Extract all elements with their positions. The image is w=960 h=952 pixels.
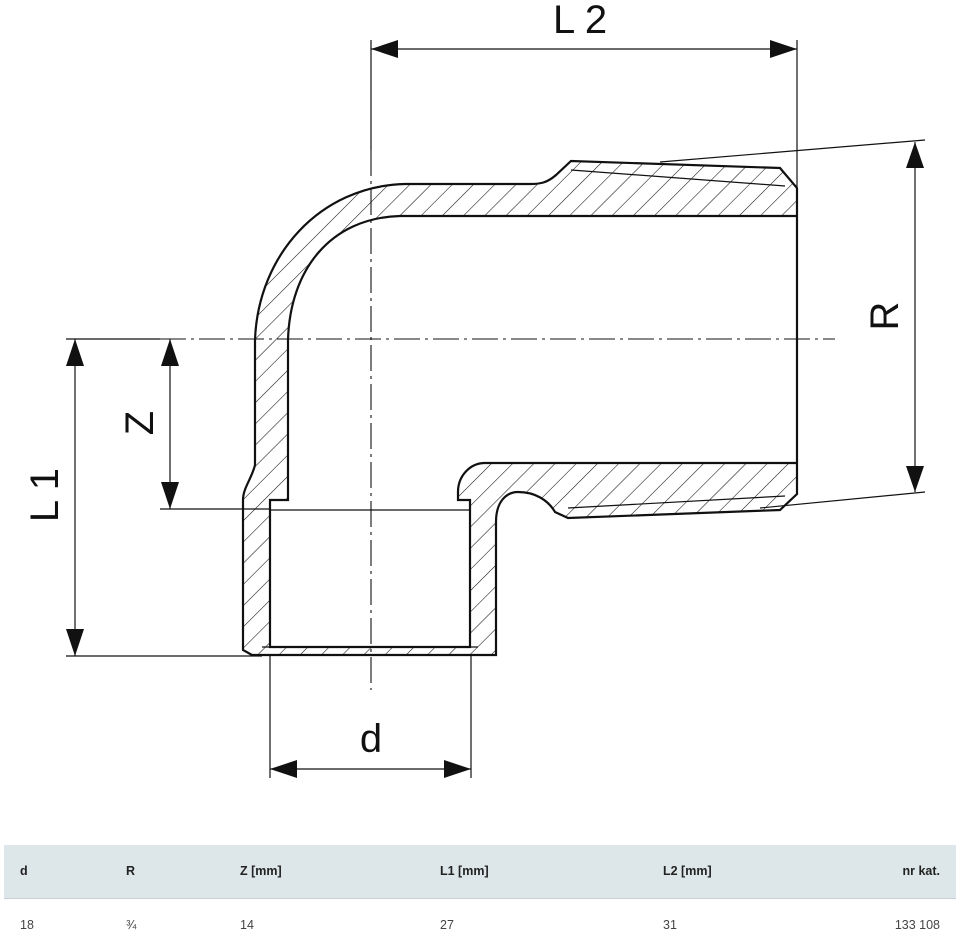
z-arrow-bottom <box>161 482 179 509</box>
header-z: Z [mm] <box>240 864 282 879</box>
z-arrow-top <box>161 339 179 366</box>
l2-arrow-left <box>371 40 398 58</box>
d-arrow-right <box>444 760 471 778</box>
header-catalog-number: nr kat. <box>902 864 940 879</box>
l2-label: L 2 <box>553 0 607 42</box>
r-label: R <box>863 302 907 331</box>
cell-catalog-number: 133 108 <box>894 918 940 933</box>
table-row: 18 ¾ 14 27 31 133 108 <box>4 898 956 952</box>
male-thread-bottom-line <box>567 495 786 509</box>
header-l1: L1 [mm] <box>440 864 489 879</box>
table-header-row: d R Z [mm] L1 [mm] L2 [mm] nr kat. <box>4 845 956 898</box>
l1-label: L 1 <box>23 468 67 522</box>
male-thread-top-line <box>570 169 786 187</box>
cell-d: 18 <box>20 918 34 933</box>
fitting-wall-section <box>241 159 799 657</box>
r-arrow-top <box>906 142 924 168</box>
r-arrow-bottom <box>906 466 924 492</box>
cell-r: ¾ <box>126 918 137 933</box>
header-r: R <box>126 864 136 879</box>
d-label: d <box>360 717 382 761</box>
cell-l1: 27 <box>440 918 454 933</box>
l2-arrow-right <box>770 40 797 58</box>
z-label: Z <box>118 411 162 435</box>
cell-l2: 31 <box>663 918 677 933</box>
r-extension-top <box>659 139 926 163</box>
spec-table: d R Z [mm] L1 [mm] L2 [mm] nr kat. 18 ¾ … <box>4 845 956 952</box>
l1-arrow-bottom <box>66 629 84 656</box>
header-d: d <box>20 864 28 879</box>
d-arrow-left <box>270 760 297 778</box>
cell-z: 14 <box>240 918 254 933</box>
r-extension-bottom <box>759 491 926 509</box>
fitting-section-drawing: L 2 R Z L 1 d <box>23 0 926 778</box>
header-l2: L2 [mm] <box>663 864 712 879</box>
l1-arrow-top <box>66 339 84 366</box>
